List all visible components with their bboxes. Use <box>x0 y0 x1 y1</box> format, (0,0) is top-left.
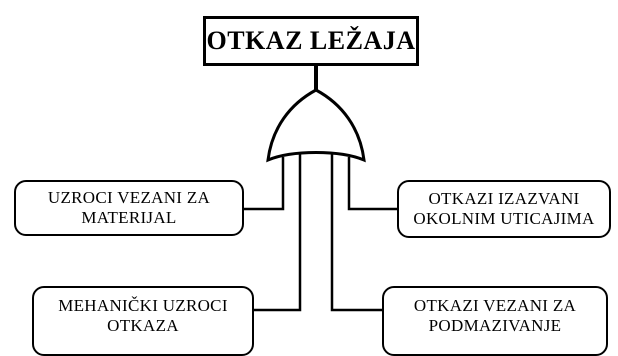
top-event-label: OTKAZ LEŽAJA <box>206 26 416 56</box>
cause-label-line2: OKOLNIM UTICAJIMA <box>413 209 595 228</box>
connector-mehanicki <box>254 154 302 312</box>
connector-lines <box>244 66 397 312</box>
cause-label-line1: MEHANIČKI UZROCI <box>58 296 228 315</box>
connector-materijal <box>244 157 285 211</box>
cause-label-line2: MATERIJAL <box>81 208 177 227</box>
fault-tree-diagram: OTKAZ LEŽAJA UZROCI VEZANI ZA MATERIJAL … <box>14 16 611 356</box>
cause-box-podmazivanje: OTKAZI VEZANI ZA PODMAZIVANJE <box>382 286 608 356</box>
connector-podmazivanje <box>330 154 382 312</box>
top-event-box: OTKAZ LEŽAJA <box>203 16 419 66</box>
cause-label-line2: PODMAZIVANJE <box>428 316 562 336</box>
cause-box-mehanicki: MEHANIČKI UZROCI OTKAZA <box>32 286 254 356</box>
connector-okolni <box>347 157 397 211</box>
or-gate-shape <box>266 88 366 163</box>
cause-box-materijal: UZROCI VEZANI ZA MATERIJAL <box>14 180 244 236</box>
cause-label-line2: OTKAZA <box>107 316 179 336</box>
cause-label-line1: OTKAZI VEZANI ZA <box>413 296 577 315</box>
cause-label-line1: OTKAZI IZAZVANI <box>428 188 580 208</box>
cause-label-line1: UZROCI VEZANI ZA <box>47 187 211 207</box>
cause-box-okolni-uticaji: OTKAZI IZAZVANI OKOLNIM UTICAJIMA <box>397 180 611 238</box>
